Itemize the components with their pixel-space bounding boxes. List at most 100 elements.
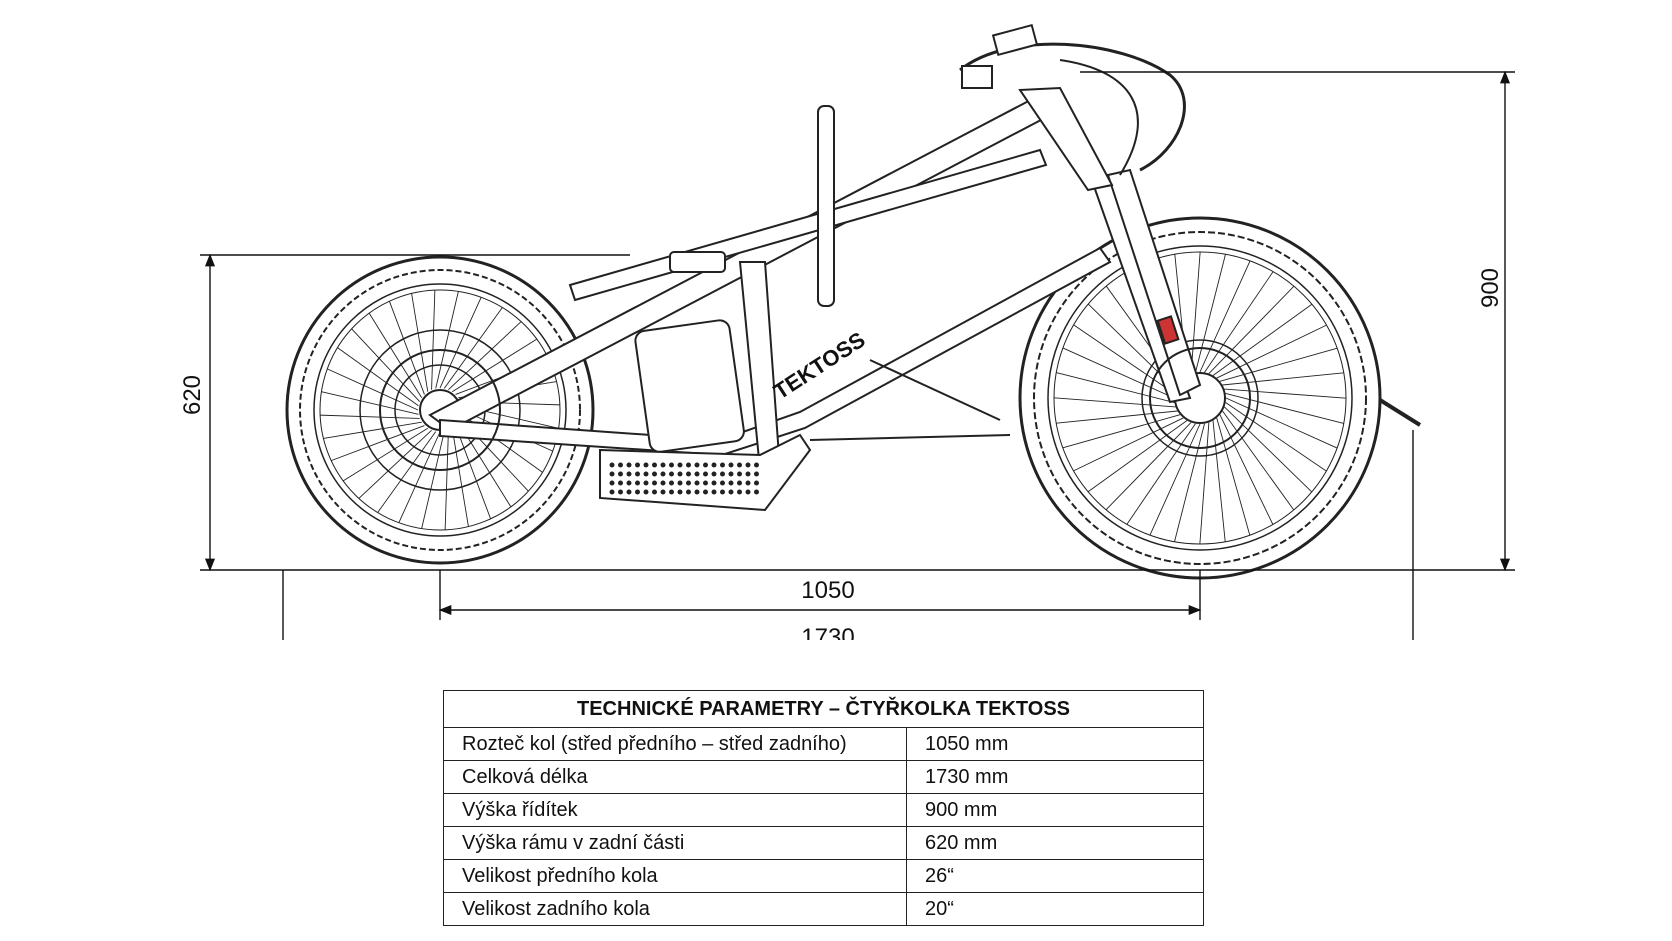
footrest-hole — [686, 462, 691, 468]
wheel-spoke — [1225, 393, 1344, 424]
wheel-spoke — [451, 338, 538, 393]
total-length-dimension-label: 1730 — [801, 624, 854, 640]
footrest-hole — [660, 480, 666, 486]
footrest-hole — [652, 462, 657, 468]
footrest-hole — [754, 471, 759, 477]
footrest-hole — [737, 489, 742, 495]
wheel-spoke — [1216, 324, 1327, 379]
footrest-hole — [694, 480, 700, 486]
footrest-hole — [626, 462, 632, 468]
dimension-lines — [200, 70, 1515, 640]
footrest-hole — [669, 462, 674, 468]
wheel-spoke — [1219, 414, 1274, 525]
footrest-hole — [609, 480, 615, 486]
footrest-hole — [703, 489, 708, 495]
wheel-spoke — [1222, 410, 1295, 511]
footrest-hole — [703, 480, 708, 486]
row-label: Výška řídítek — [443, 793, 907, 827]
footrest-hole — [720, 471, 725, 477]
footrest-hole — [618, 462, 623, 468]
footrest-hole — [677, 489, 683, 495]
wheel-spoke — [444, 430, 449, 530]
footrest-hole — [677, 471, 683, 477]
wheel-spoke — [439, 297, 482, 389]
handlebar-height-dimension-label: 900 — [1477, 268, 1504, 308]
row-label: Velikost předního kola — [443, 859, 907, 893]
footrest-hole — [609, 471, 615, 477]
wheel-spoke — [443, 307, 503, 389]
footrest-hole — [635, 489, 640, 495]
footrest-hole — [737, 480, 742, 486]
row-label: Rozteč kol (střed předního – střed zadní… — [443, 727, 907, 761]
table-row: Výška rámu v zadní části 620 mm — [443, 826, 1204, 860]
wheel-spoke — [331, 425, 425, 462]
footrest-hole — [737, 462, 742, 468]
footrest-hole — [686, 471, 691, 477]
footrest-hole — [694, 489, 700, 495]
wheel-spoke — [1199, 422, 1210, 545]
wheel-spoke — [411, 293, 429, 392]
table-title: TECHNICKÉ PARAMETRY – ČTYŘKOLKA TEKTOSS — [443, 690, 1204, 728]
footrest-hole — [669, 489, 674, 495]
row-value: 620 mm — [906, 826, 1204, 860]
footrest-hole — [669, 471, 674, 477]
wheel-spoke — [1224, 388, 1347, 399]
footrest-hole — [737, 471, 742, 477]
wheel-spoke — [1204, 271, 1274, 373]
footrest-hole — [635, 462, 640, 468]
wheel-spoke — [1219, 347, 1338, 382]
footrest-hole — [618, 489, 623, 495]
footrest-hole — [745, 489, 751, 495]
wheel-spoke — [321, 391, 419, 415]
footrest-hole — [618, 480, 623, 486]
footrest-hole — [643, 471, 649, 477]
wheel-spoke — [320, 414, 420, 419]
wheel-spoke — [1126, 423, 1196, 525]
wheel-spoke — [455, 425, 492, 519]
footrest-hole — [626, 471, 632, 477]
wheel-spoke — [1174, 423, 1205, 542]
wheel-spoke — [351, 328, 421, 402]
footrest-hole — [720, 480, 725, 486]
bike-frame — [379, 23, 1422, 512]
wheel-spoke — [377, 431, 437, 513]
wheel-spoke — [358, 429, 432, 499]
wheel-spoke — [388, 301, 425, 395]
footrest-hole — [626, 489, 632, 495]
footrest-hole — [728, 462, 734, 468]
footrest-hole — [677, 462, 683, 468]
footrest-hole — [609, 489, 615, 495]
wheel-spoke — [327, 368, 419, 411]
footrest-hole — [660, 471, 666, 477]
row-label: Celková délka — [443, 760, 907, 794]
footrest-hole — [652, 480, 657, 486]
wheel-spoke — [1224, 406, 1313, 493]
footrest-hole — [728, 489, 734, 495]
footrest-hole — [643, 480, 649, 486]
table-title-row: TECHNICKÉ PARAMETRY – ČTYŘKOLKA TEKTOSS — [443, 690, 1204, 728]
footrest-hole — [652, 471, 657, 477]
wheel-spoke — [1208, 285, 1295, 374]
wheel-spoke — [1073, 417, 1184, 472]
wheel-spoke — [398, 431, 441, 523]
footrest-hole — [745, 462, 751, 468]
wheel-spoke — [1212, 303, 1313, 376]
footrest-hole — [635, 471, 640, 477]
wheel-spoke — [1225, 397, 1338, 449]
wheel-spoke — [448, 321, 522, 391]
footrest-hole — [754, 489, 759, 495]
wheel-spoke — [337, 347, 419, 407]
wheel-spoke — [421, 431, 445, 529]
technical-parameters-table: TECHNICKÉ PARAMETRY – ČTYŘKOLKA TEKTOSS … — [443, 690, 1204, 926]
wheel-spoke — [451, 428, 469, 527]
footrest-hole — [728, 480, 734, 486]
wheel-spoke — [1056, 410, 1178, 424]
footrest-hole — [694, 471, 700, 477]
wheel-spoke — [431, 290, 436, 390]
footrest-hole — [745, 471, 751, 477]
footrest-hole — [618, 471, 623, 477]
footrest-hole — [728, 471, 734, 477]
footrest-hole — [652, 489, 657, 495]
wheel-spoke — [1222, 372, 1344, 386]
quad-bike-technical-drawing: TEKTOSS 1050 1730 620 900 — [179, 23, 1515, 640]
